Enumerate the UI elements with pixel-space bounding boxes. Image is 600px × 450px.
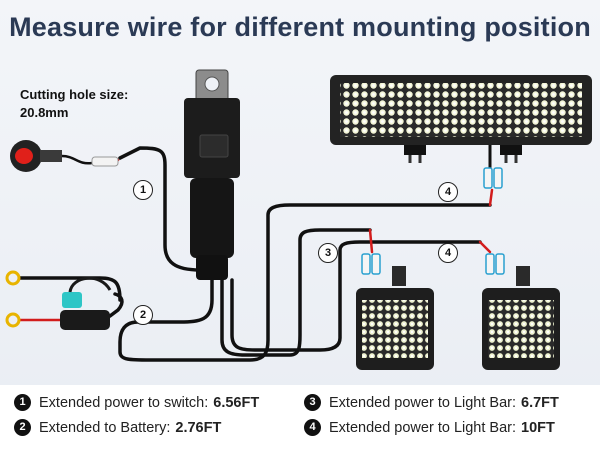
legend-text-1: Extended power to switch: bbox=[39, 394, 209, 411]
led-pod-light-icon bbox=[356, 266, 434, 370]
hole-size-note: Cutting hole size: 20.8mm bbox=[20, 86, 128, 122]
legend-num-2: 2 bbox=[14, 419, 31, 436]
fuse-holder-icon bbox=[60, 276, 112, 330]
legend-value-3: 6.7FT bbox=[521, 394, 559, 411]
legend-value-4: 10FT bbox=[521, 419, 555, 436]
led-pod-light-icon bbox=[482, 266, 560, 370]
legend-text-2: Extended to Battery: bbox=[39, 419, 171, 436]
legend-item-1: 1 Extended power to switch: 6.56FT bbox=[14, 394, 259, 411]
ring-terminal-icon bbox=[5, 270, 21, 328]
page-title: Measure wire for different mounting posi… bbox=[9, 12, 591, 42]
legend-value-1: 6.56FT bbox=[213, 394, 260, 411]
wire-harness bbox=[18, 146, 492, 362]
legend-item-3: 3 Extended power to Light Bar: 6.7FT bbox=[304, 394, 559, 411]
hole-size-label: Cutting hole size: bbox=[20, 87, 129, 102]
legend-num-4: 4 bbox=[304, 419, 321, 436]
rocker-switch-icon bbox=[10, 140, 119, 172]
legend-text-3: Extended power to Light Bar: bbox=[329, 394, 517, 411]
connector-icon bbox=[361, 167, 505, 275]
legend-item-4: 4 Extended power to Light Bar: 10FT bbox=[304, 419, 555, 436]
callout-4-bottom: 4 bbox=[438, 243, 458, 263]
legend-value-2: 2.76FT bbox=[175, 419, 222, 436]
callout-3: 3 bbox=[318, 243, 338, 263]
legend-num-1: 1 bbox=[14, 394, 31, 411]
legend-text-4: Extended power to Light Bar: bbox=[329, 419, 517, 436]
relay-icon bbox=[184, 69, 240, 280]
led-light-bar-icon bbox=[330, 75, 592, 168]
legend: 1 Extended power to switch: 6.56FT 2 Ext… bbox=[0, 385, 600, 450]
wiring-diagram bbox=[5, 69, 592, 370]
hole-size-value: 20.8mm bbox=[20, 105, 69, 120]
callout-1: 1 bbox=[133, 180, 153, 200]
legend-item-2: 2 Extended to Battery: 2.76FT bbox=[14, 419, 221, 436]
callout-4-top: 4 bbox=[438, 182, 458, 202]
callout-2: 2 bbox=[133, 305, 153, 325]
legend-num-3: 3 bbox=[304, 394, 321, 411]
